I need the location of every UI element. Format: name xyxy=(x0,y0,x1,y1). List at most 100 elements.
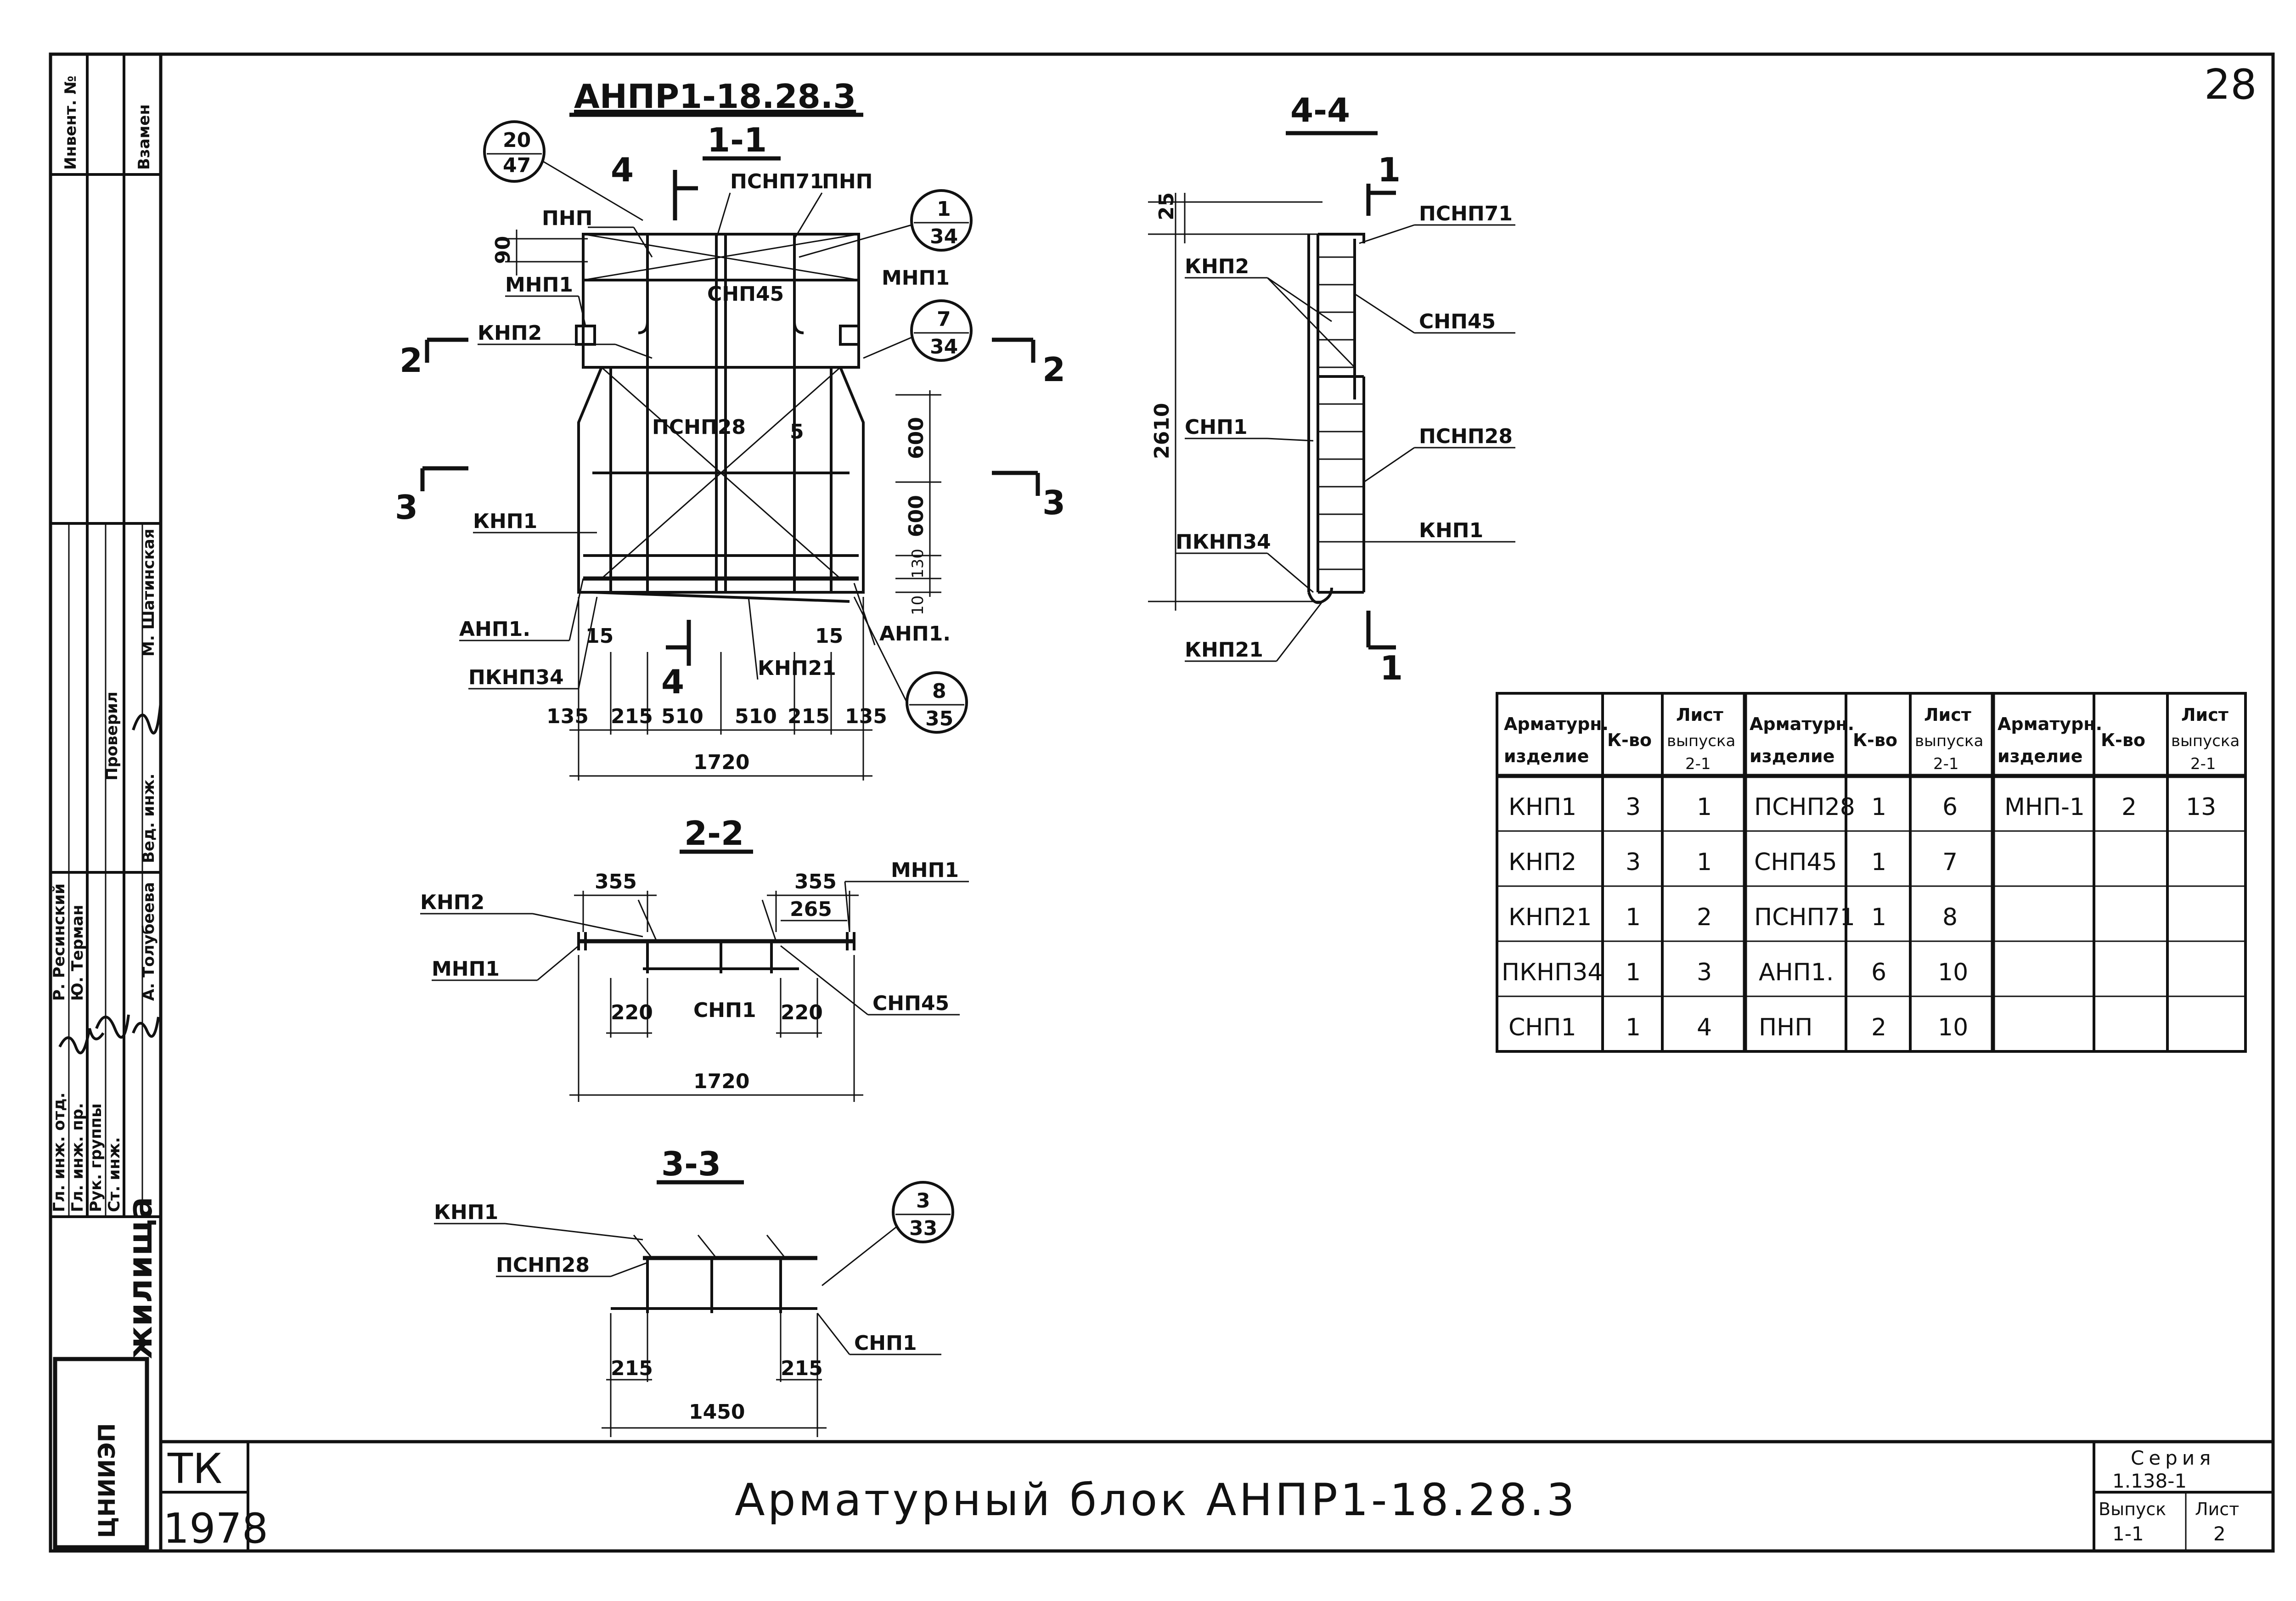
label-snp45: СНП45 xyxy=(872,992,949,1015)
dim-10: 10 xyxy=(909,595,927,615)
label-mnp1-top: МНП1 xyxy=(891,859,959,882)
stamp-role: Гл. инж. отд. xyxy=(50,1092,68,1212)
left-stamp: Инвент. № Взамен Проверил Вед. инж. М. Ш… xyxy=(49,52,163,1553)
dim-1720: 1720 xyxy=(693,751,749,774)
svg-text:изделие: изделие xyxy=(1998,746,2082,766)
label-mnp1-left: МНП1 xyxy=(432,957,500,981)
issue-value: 1-1 xyxy=(2112,1522,2144,1545)
dim-215a: 215 xyxy=(611,705,653,728)
svg-text:КНП1: КНП1 xyxy=(1508,793,1576,821)
svg-text:3: 3 xyxy=(1626,848,1641,876)
label-knp1: КНП1 xyxy=(434,1201,498,1224)
label-mnp1-left: МНП1 xyxy=(505,273,573,297)
label-knp21: КНП21 xyxy=(758,657,836,680)
svg-text:10: 10 xyxy=(1938,1014,1968,1041)
svg-text:2-1: 2-1 xyxy=(1685,755,1711,773)
svg-text:4: 4 xyxy=(1697,1014,1712,1041)
cut-3-left: 3 xyxy=(395,488,418,527)
svg-text:МНП-1: МНП-1 xyxy=(2004,793,2085,821)
callout-bubble: 1 34 xyxy=(799,189,973,258)
dim-510b: 510 xyxy=(735,705,777,728)
svg-text:К-во: К-во xyxy=(1853,730,1897,750)
svg-text:20: 20 xyxy=(503,129,531,152)
label-mnp1-right: МНП1 xyxy=(882,266,950,290)
table-row: КНП2 3 1 СНП45 1 7 xyxy=(1508,848,1958,876)
label-pnp-right: ПНП xyxy=(822,170,872,193)
svg-text:13: 13 xyxy=(2186,793,2216,821)
label-knp21: КНП21 xyxy=(1185,638,1263,662)
svg-text:изделие: изделие xyxy=(1750,746,1835,766)
svg-text:выпуска: выпуска xyxy=(1667,732,1735,750)
spec-table: Арматурн. изделие К-во Лист выпуска 2-1 … xyxy=(1496,692,2247,1053)
label-psnp28: ПСНП28 xyxy=(1419,425,1513,448)
dim-135a: 135 xyxy=(546,705,589,728)
svg-text:1: 1 xyxy=(937,197,951,221)
view-4-4: 4-4 1 1 xyxy=(1148,91,1515,687)
label-knp1: КНП1 xyxy=(473,510,537,533)
dim-5: 5 xyxy=(790,420,804,444)
svg-text:3: 3 xyxy=(1626,793,1641,821)
svg-text:изделие: изделие xyxy=(1504,746,1589,766)
dim-135b: 135 xyxy=(845,705,887,728)
label-snp1: СНП1 xyxy=(693,999,756,1022)
svg-text:ПСНП28: ПСНП28 xyxy=(1754,793,1855,821)
label-knp2: КНП2 xyxy=(1185,255,1249,278)
stamp-name: Р. Ресинский xyxy=(50,883,68,1001)
title-block: ТК 1978 Арматурный блок АНПР1-18.28.3 Се… xyxy=(161,1442,2273,1553)
dim-15b: 15 xyxy=(815,624,843,648)
svg-text:8: 8 xyxy=(1942,904,1958,931)
cut-1-top: 1 xyxy=(1378,151,1401,189)
view-2-2: 2-2 КНП2 МНП1 МНП1 СНП1 СНП45 355 355 xyxy=(420,814,969,1102)
callout-bubble: 3 33 xyxy=(822,1181,954,1286)
svg-text:К-во: К-во xyxy=(2101,730,2145,750)
label-psnp71: ПСНП71 xyxy=(730,170,824,193)
callout-bubble: 8 35 xyxy=(853,596,968,734)
label-knp2: КНП2 xyxy=(478,321,542,345)
svg-text:2-1: 2-1 xyxy=(2190,755,2216,773)
series-value: 1.138-1 xyxy=(2112,1470,2187,1492)
callout-bubble: 7 34 xyxy=(863,299,973,362)
svg-text:2: 2 xyxy=(2122,793,2137,821)
dim-510a: 510 xyxy=(661,705,703,728)
svg-text:7: 7 xyxy=(1942,848,1958,876)
issue-label: Выпуск xyxy=(2099,1499,2166,1519)
table-row: КНП1 3 1 ПСНП28 1 6 МНП-1 2 13 xyxy=(1508,793,2216,821)
org-suffix: жилища xyxy=(121,1197,159,1359)
label-snp1: СНП1 xyxy=(854,1331,917,1355)
stamp-zamen-label: Взамен xyxy=(135,104,153,170)
svg-text:47: 47 xyxy=(503,154,531,177)
svg-text:6: 6 xyxy=(1871,959,1886,986)
stamp-invent-label: Инвент. № xyxy=(62,76,80,170)
list-value: 2 xyxy=(2213,1522,2226,1545)
svg-text:8: 8 xyxy=(932,680,946,703)
dim-220b: 220 xyxy=(781,1001,823,1024)
view-subtitle: 1-1 xyxy=(707,121,767,159)
svg-text:34: 34 xyxy=(930,225,958,248)
stamp-check-label: Проверил xyxy=(103,691,121,781)
svg-text:К-во: К-во xyxy=(1607,730,1652,750)
svg-text:выпуска: выпуска xyxy=(2171,732,2240,750)
svg-text:1: 1 xyxy=(1871,904,1886,931)
series-label: Серия xyxy=(2131,1447,2215,1469)
svg-text:1: 1 xyxy=(1626,959,1641,986)
label-pknp34: ПКНП34 xyxy=(468,666,564,689)
svg-text:10: 10 xyxy=(1938,959,1968,986)
view-title: 4-4 xyxy=(1290,91,1350,129)
label-psnp28: ПСНП28 xyxy=(652,416,746,439)
label-pnp-left: ПНП xyxy=(542,207,592,230)
dim-15a: 15 xyxy=(585,624,613,648)
dim-130: 130 xyxy=(909,549,927,579)
dim-1450: 1450 xyxy=(689,1400,745,1424)
stamp-role: Рук. группы xyxy=(87,1103,105,1212)
dim-25: 25 xyxy=(1155,192,1178,220)
label-snp1: СНП1 xyxy=(1185,416,1248,439)
cut-3-right: 3 xyxy=(1042,483,1065,522)
svg-text:34: 34 xyxy=(930,335,958,359)
dim-1720: 1720 xyxy=(693,1070,749,1093)
label-psnp71: ПСНП71 xyxy=(1419,202,1513,225)
view-3-3: 3-3 КНП1 ПСНП28 СНП1 3 33 215 xyxy=(434,1145,954,1437)
dim-265: 265 xyxy=(790,898,832,921)
sheet-title: Арматурный блок АНПР1-18.28.3 xyxy=(735,1474,1577,1526)
dim-600a: 600 xyxy=(905,417,928,459)
